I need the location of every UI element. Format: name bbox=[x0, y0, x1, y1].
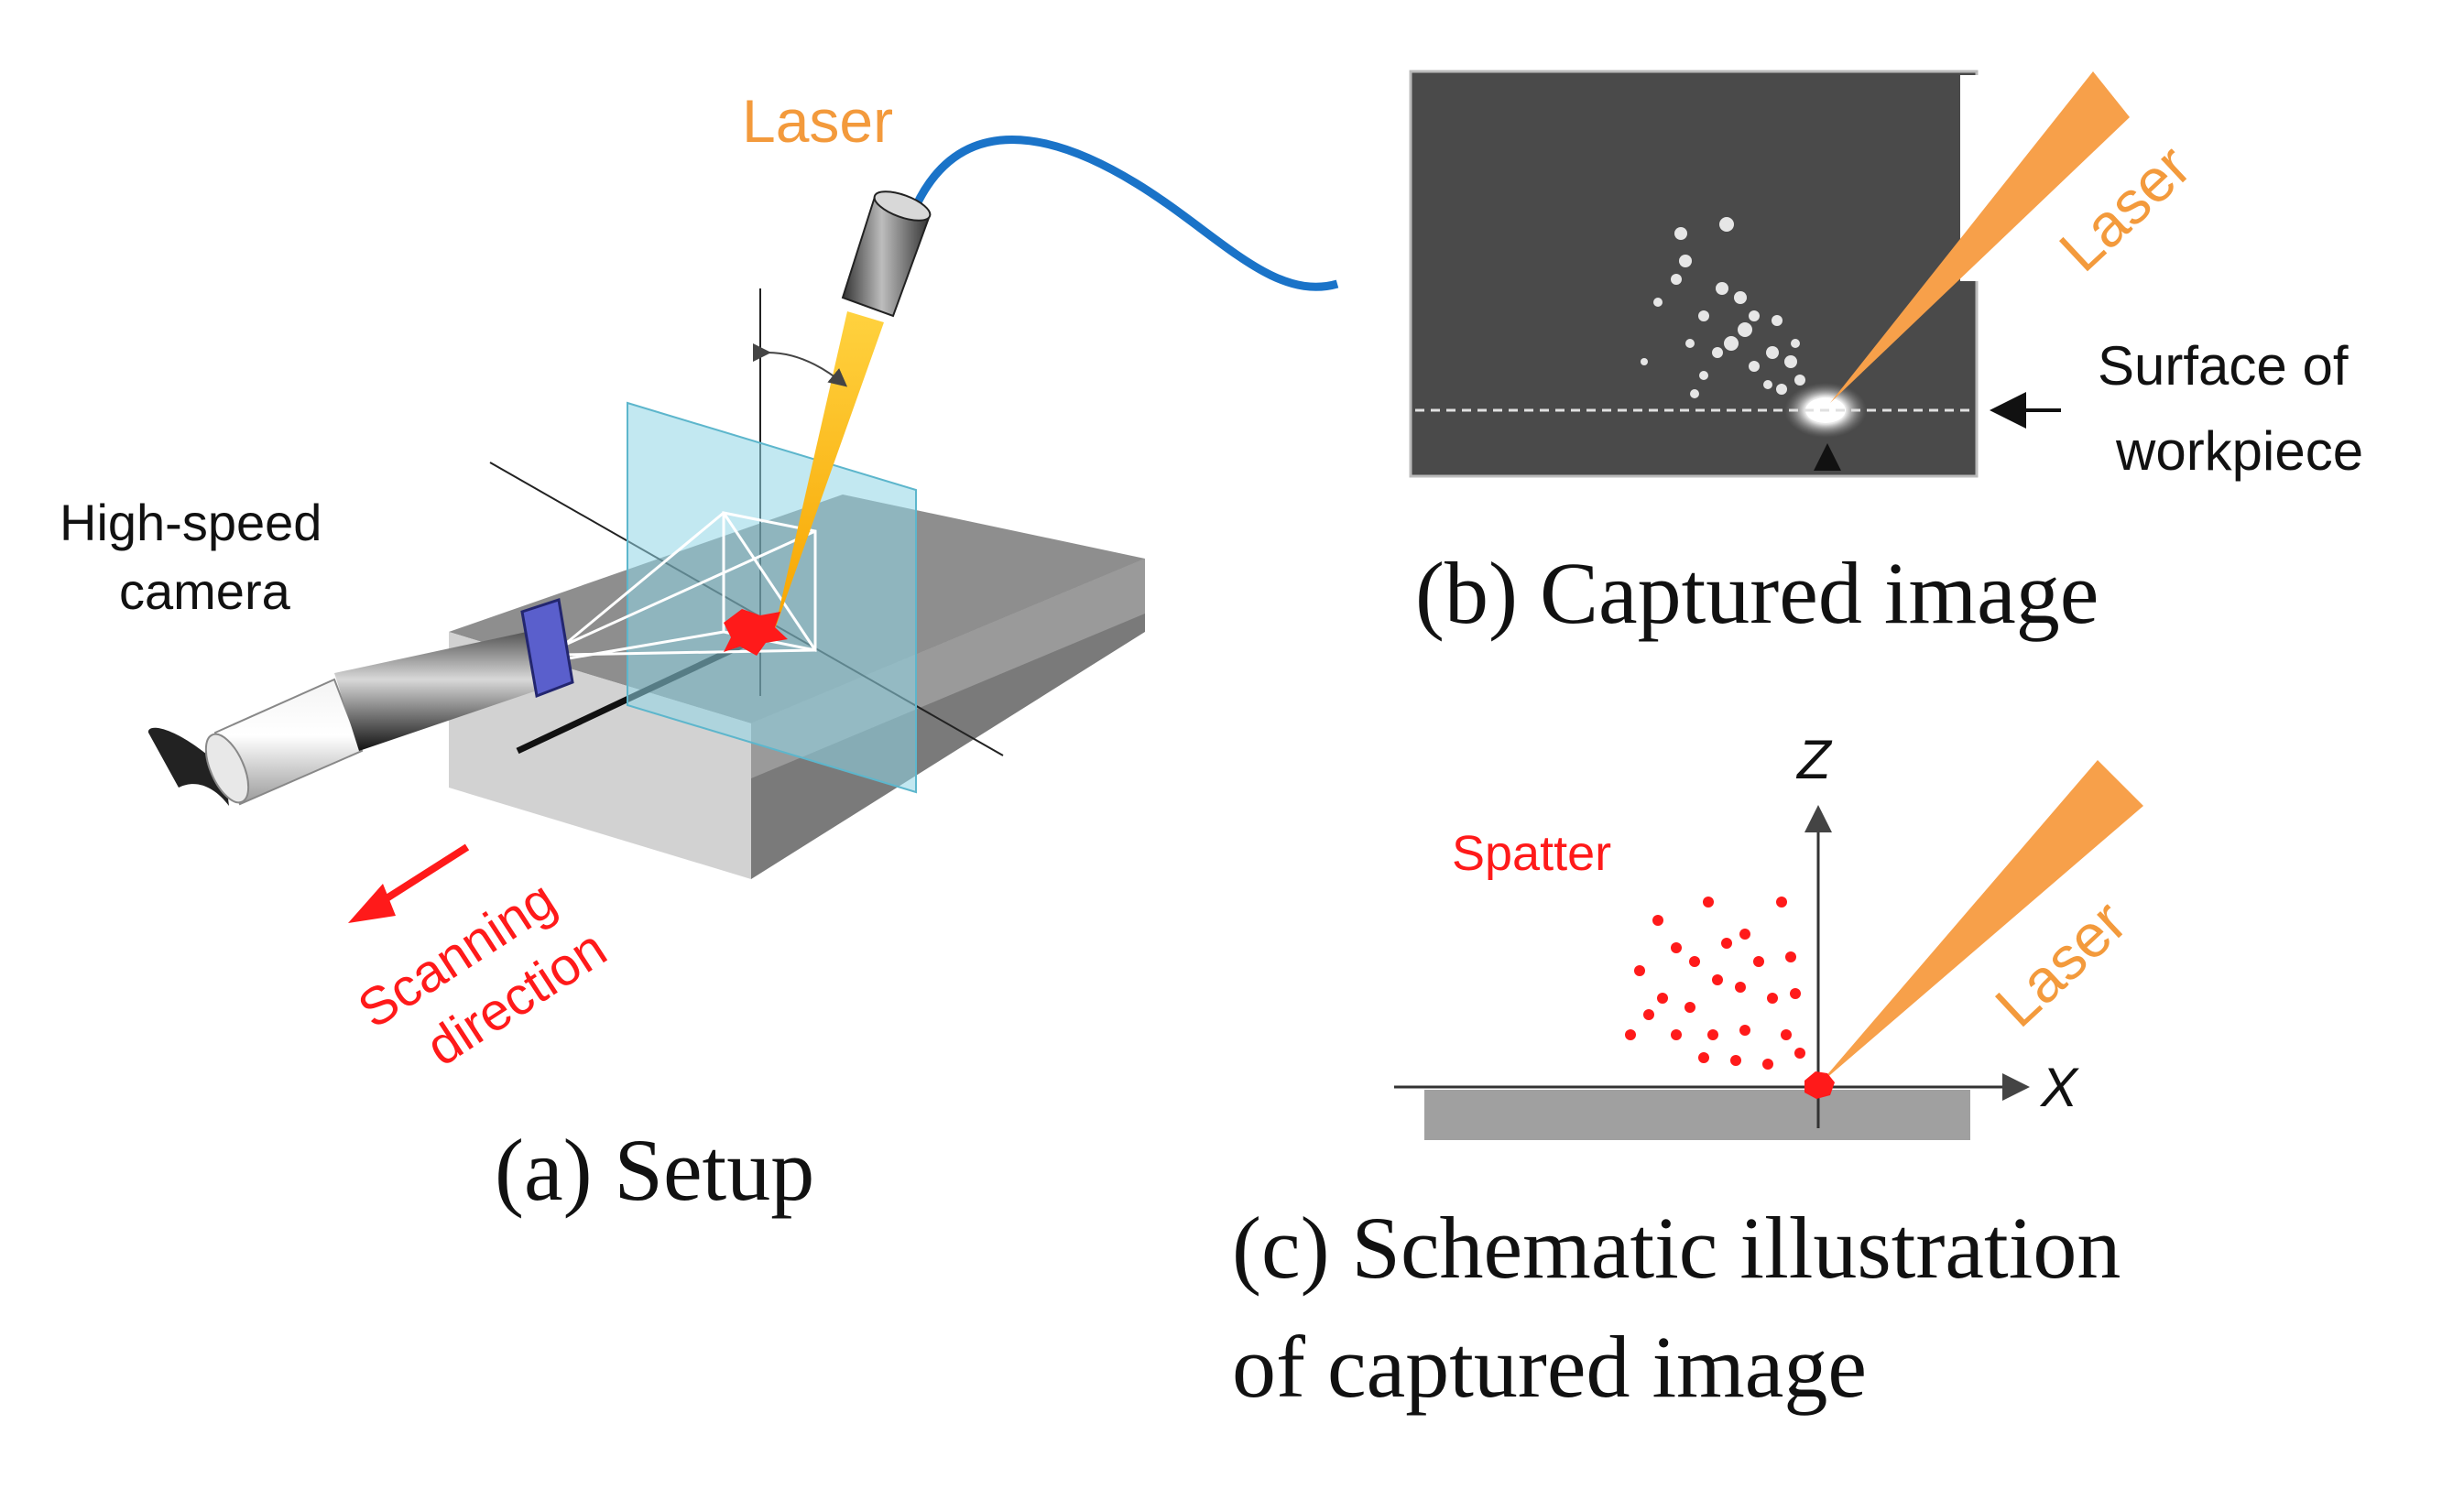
panel-a-setup: Laser High-speed camera Scanning directi… bbox=[60, 87, 1339, 1219]
laser-cone-b bbox=[1830, 71, 2130, 403]
melt-pool-spot bbox=[724, 609, 788, 656]
spatter-label: Spatter bbox=[1452, 826, 1611, 881]
photo-spatter-particles bbox=[1641, 217, 1805, 398]
schematic-melt-spot bbox=[1804, 1071, 1835, 1099]
panel-b-captured-image: Laser Surface of workpiece (b) Captured … bbox=[1409, 70, 2363, 642]
surface-label-line1: Surface of bbox=[2098, 335, 2349, 397]
high-speed-camera bbox=[147, 598, 574, 806]
laser-beam bbox=[774, 311, 884, 632]
field-of-view-frame bbox=[562, 511, 817, 661]
camera-label-line2: camera bbox=[119, 562, 291, 620]
captured-photo bbox=[1409, 70, 1979, 478]
incidence-angle-arrow bbox=[752, 342, 848, 387]
laser-cone-c bbox=[1818, 760, 2143, 1085]
camera-lens bbox=[334, 632, 548, 751]
camera-cable bbox=[147, 727, 229, 806]
schematic-spatter-dots bbox=[1625, 897, 1805, 1070]
z-axis-label: Z bbox=[1795, 729, 1833, 790]
scanning-direction-arrow bbox=[348, 843, 470, 923]
camera-label-line1: High-speed bbox=[60, 494, 322, 551]
caption-b: (b) Captured image bbox=[1415, 544, 2099, 642]
laser-head bbox=[841, 190, 932, 318]
caption-a: (a) Setup bbox=[495, 1121, 814, 1219]
schematic-workpiece bbox=[1424, 1090, 1970, 1140]
caption-c-line2: of captured image bbox=[1232, 1318, 1867, 1416]
caption-c-line1: (c) Schematic illustration bbox=[1232, 1199, 2121, 1297]
camera-lens-filter bbox=[520, 598, 574, 699]
laser-label-a: Laser bbox=[742, 87, 893, 155]
panel-c-schematic: Spatter Laser Z X (c) Schematic illustra… bbox=[1232, 729, 2143, 1416]
x-axis-label: X bbox=[2039, 1057, 2079, 1118]
optical-fiber bbox=[911, 136, 1339, 291]
surface-label-line2: workpiece bbox=[2115, 420, 2363, 482]
